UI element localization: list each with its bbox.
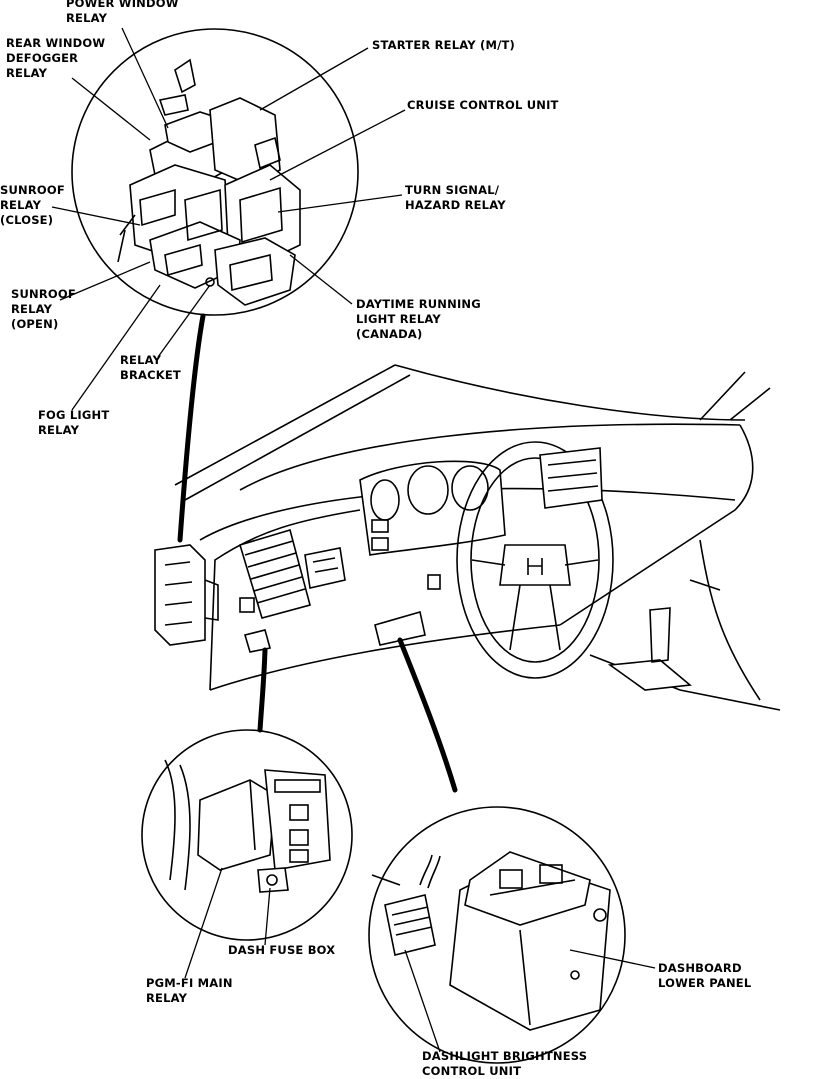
label-line: DEFOGGER: [6, 51, 79, 65]
label-sunroof-relay-close: SUNROOF RELAY (CLOSE): [0, 183, 65, 228]
label-line: CONTROL UNIT: [422, 1064, 522, 1078]
dashboard-drawing: [154, 364, 781, 711]
label-line: RELAY: [11, 302, 53, 316]
label-line: DASHLIGHT BRIGHTNESS: [422, 1049, 588, 1063]
label-line: SUNROOF: [11, 287, 76, 301]
label-line: RELAY: [66, 11, 108, 25]
label-line: RELAY: [146, 991, 188, 1005]
label-dashboard-lower-panel: DASHBOARD LOWER PANEL: [658, 961, 751, 991]
label-line: DASH FUSE BOX: [228, 943, 336, 957]
label-relay-bracket: RELAY BRACKET: [120, 353, 181, 383]
label-line: LIGHT RELAY: [356, 312, 441, 326]
label-line: CRUISE CONTROL UNIT: [407, 98, 559, 112]
label-line: DAYTIME RUNNING: [356, 297, 481, 311]
label-starter-relay: STARTER RELAY (M/T): [372, 38, 515, 53]
label-line: (OPEN): [11, 317, 59, 331]
label-dash-fuse-box: DASH FUSE BOX: [228, 943, 335, 958]
label-line: RELAY: [0, 198, 42, 212]
label-line: STARTER RELAY (M/T): [372, 38, 516, 52]
label-line: DASHBOARD: [658, 961, 742, 975]
label-line: POWER WINDOW: [66, 0, 179, 10]
label-pgm-fi-main-relay: PGM-FI MAIN RELAY: [146, 976, 233, 1006]
label-fog-light-relay: FOG LIGHT RELAY: [38, 408, 109, 438]
label-line: BRACKET: [120, 368, 181, 382]
label-line: HAZARD RELAY: [405, 198, 506, 212]
label-power-window-relay: POWER WINDOW RELAY: [66, 0, 179, 26]
label-daytime-running-light-relay: DAYTIME RUNNING LIGHT RELAY (CANADA): [356, 297, 481, 342]
label-line: (CANADA): [356, 327, 423, 341]
label-turn-signal-hazard-relay: TURN SIGNAL/ HAZARD RELAY: [405, 183, 506, 213]
label-line: RELAY: [6, 66, 48, 80]
label-rear-window-defogger-relay: REAR WINDOW DEFOGGER RELAY: [6, 36, 105, 81]
label-line: PGM-FI MAIN: [146, 976, 233, 990]
label-line: RELAY: [120, 353, 162, 367]
label-line: RELAY: [38, 423, 80, 437]
detail-connector-left: [257, 647, 268, 733]
fuse-box-detail-circle: [141, 729, 353, 941]
label-line: REAR WINDOW: [6, 36, 106, 50]
detail-connector-top: [177, 313, 206, 543]
label-line: (CLOSE): [0, 213, 54, 227]
label-line: LOWER PANEL: [658, 976, 752, 990]
leader-lines: [51, 27, 656, 1053]
lower-panel-detail-circle: [368, 806, 626, 1064]
relay-detail-circle: [71, 28, 359, 316]
label-dashlight-brightness-control-unit: DASHLIGHT BRIGHTNESS CONTROL UNIT: [422, 1049, 587, 1079]
label-line: SUNROOF: [0, 183, 65, 197]
label-line: TURN SIGNAL/: [405, 183, 500, 197]
detail-connector-right: [397, 637, 458, 793]
label-line: FOG LIGHT: [38, 408, 110, 422]
label-sunroof-relay-open: SUNROOF RELAY (OPEN): [11, 287, 76, 332]
label-cruise-control-unit: CRUISE CONTROL UNIT: [407, 98, 559, 113]
